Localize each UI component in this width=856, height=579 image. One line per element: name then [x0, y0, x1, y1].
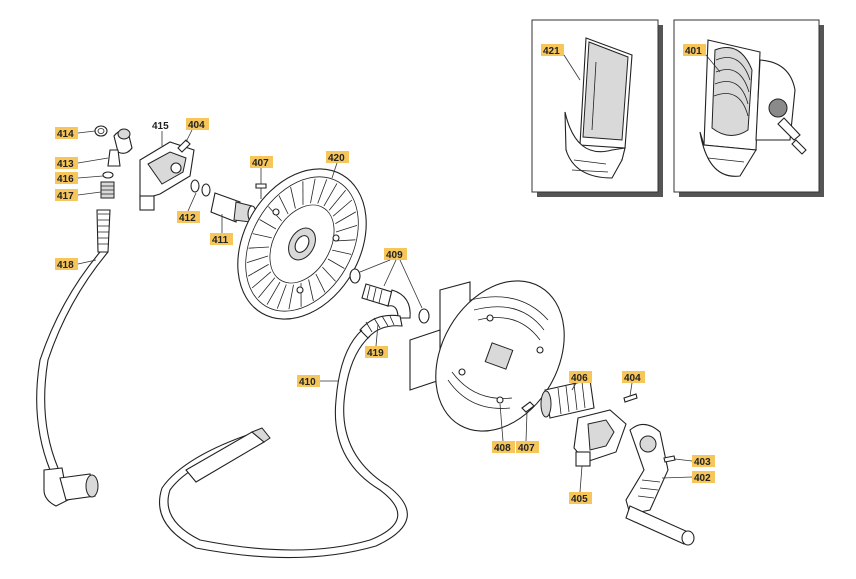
- part-number: 409: [386, 250, 403, 261]
- part-number: 406: [571, 373, 588, 384]
- disc-rib: [290, 186, 296, 209]
- disc-rib: [334, 239, 356, 242]
- disc-rib: [251, 271, 272, 289]
- disc-rib: [278, 195, 289, 215]
- part-number: 418: [57, 260, 74, 271]
- disc-rib: [335, 225, 358, 233]
- reel-cover-illustration: [564, 37, 633, 179]
- disc-rib: [327, 258, 345, 269]
- swivel-connector: [210, 192, 241, 223]
- part-number: 405: [571, 494, 588, 505]
- inset-panel-421: 421: [531, 19, 663, 197]
- supply-hose: [36, 209, 111, 507]
- part-number: 404: [188, 120, 205, 131]
- part-number: 407: [518, 443, 535, 454]
- right-bracket-assembly: [521, 379, 695, 546]
- disc-rib: [328, 190, 346, 211]
- part-number: 404: [624, 373, 641, 384]
- hose-410: [158, 314, 408, 559]
- disc-rib: [308, 279, 314, 302]
- disc-rib: [335, 211, 356, 224]
- disc-rib: [259, 219, 277, 230]
- disc-rib: [317, 179, 328, 204]
- part-number: 403: [694, 457, 711, 468]
- disc-rib: [323, 183, 338, 207]
- disc-rib: [276, 284, 287, 309]
- part-number: 420: [328, 153, 345, 164]
- left-bracket-assembly: [94, 125, 267, 223]
- part-number: 411: [212, 235, 229, 246]
- disc-rib: [252, 233, 272, 239]
- part-number: 410: [299, 377, 316, 388]
- part-number: 412: [179, 213, 196, 224]
- part-number: 407: [252, 158, 269, 169]
- disc-rib: [246, 255, 269, 263]
- assembled-reel-illustration: [699, 39, 807, 177]
- disc-rib: [322, 266, 336, 282]
- part-number: 401: [685, 46, 702, 57]
- part-number: 417: [57, 191, 74, 202]
- disc-rib: [266, 281, 281, 305]
- part-number: 408: [494, 443, 511, 454]
- disc-rib: [315, 273, 326, 293]
- inset-panel-401: 401: [673, 19, 824, 197]
- part-number: 415: [152, 121, 169, 132]
- disc-rib: [332, 199, 353, 217]
- disc-rib: [258, 277, 276, 298]
- disc-rib: [310, 178, 316, 204]
- part-number: 419: [367, 348, 384, 359]
- washer-414: [94, 125, 108, 137]
- part-number: 402: [694, 473, 711, 484]
- reel-drum: [409, 280, 565, 432]
- part-callouts: 414 415 404 413 416 417 412 411 407: [55, 118, 715, 505]
- disc-rib: [248, 246, 270, 249]
- disc-rib: [288, 284, 294, 310]
- part-number: 416: [57, 174, 74, 185]
- disc-rib: [248, 264, 269, 277]
- part-number: 414: [57, 129, 74, 140]
- part-number: 413: [57, 159, 74, 170]
- reel-disc-420: [237, 168, 367, 320]
- disc-rib: [332, 249, 352, 255]
- part-number: 421: [543, 46, 560, 57]
- hose-fittings-409: [349, 268, 430, 324]
